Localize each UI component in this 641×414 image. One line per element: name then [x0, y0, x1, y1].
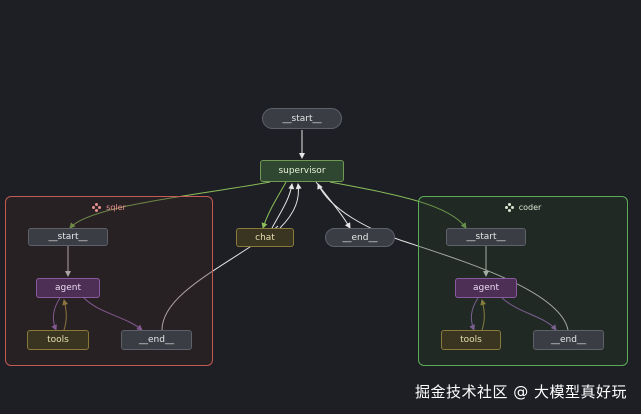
cluster-sqler-label: sqler	[106, 203, 126, 212]
cluster-coder-label: coder	[518, 203, 542, 212]
graph-nodes-icon	[92, 203, 102, 212]
sqler-node-start[interactable]: __start__	[28, 228, 108, 246]
coder-node-end[interactable]: __end__	[533, 330, 604, 350]
edge-coder-agent-end	[501, 297, 557, 331]
sqler-node-end[interactable]: __end__	[121, 330, 192, 350]
edge-coder-tools-agent	[480, 299, 487, 331]
node-supervisor[interactable]: supervisor	[260, 160, 344, 182]
sqler-node-agent[interactable]: agent	[36, 278, 100, 298]
edge-supervisor-chat	[261, 181, 287, 229]
edge-sqler-tools-agent	[62, 299, 69, 331]
node-chat[interactable]: chat	[236, 228, 294, 247]
edge-sqler-agent-end	[83, 297, 143, 331]
graph-nodes-icon	[504, 203, 514, 212]
edge-supervisor-sqler	[69, 181, 271, 229]
edge-sqler-agent-tools	[51, 297, 61, 331]
node-start[interactable]: __start__	[262, 108, 342, 129]
coder-node-agent[interactable]: agent	[455, 278, 517, 298]
edge-coder-agent-tools	[469, 297, 479, 331]
edge-chat-supervisor-2	[279, 183, 302, 229]
sqler-node-tools[interactable]: tools	[27, 330, 89, 350]
node-end[interactable]: __end__	[325, 228, 395, 247]
edge-chat-supervisor-1	[271, 183, 295, 229]
coder-node-start[interactable]: __start__	[446, 228, 526, 246]
edge-coder-end-supervisor	[317, 183, 569, 331]
cluster-coder-title: coder	[419, 203, 627, 212]
watermark: 掘金技术社区 @ 大模型真好玩	[414, 383, 627, 401]
cluster-sqler-title: sqler	[6, 203, 212, 212]
coder-node-tools[interactable]: tools	[441, 330, 501, 350]
